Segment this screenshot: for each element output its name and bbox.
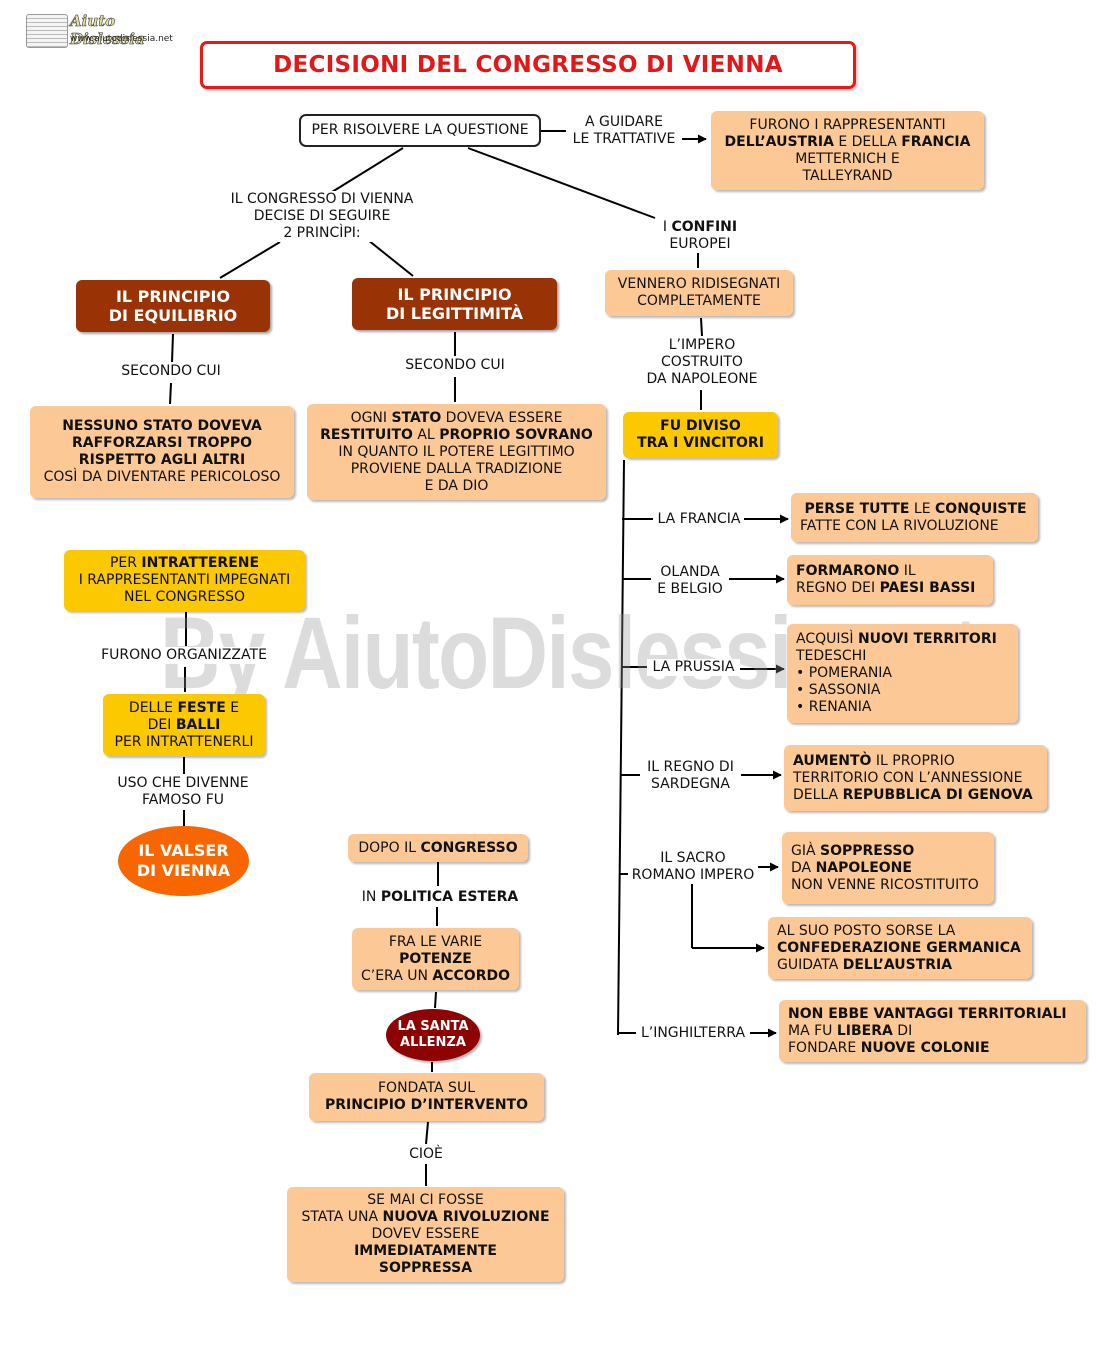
legittimita-text-node: OGNI STATO DOVEVA ESSERE RESTITUITO AL P… <box>307 404 606 500</box>
valser-node: IL VALSER DI VIENNA <box>118 826 249 896</box>
santa-alleanza-node: LA SANTA ALLENZA <box>386 1009 480 1061</box>
label-francia: LA FRANCIA <box>654 511 744 528</box>
impero-label: L’IMPERO COSTRUITO DA NAPOLEONE <box>636 337 768 388</box>
cioe-label: CIOÈ <box>396 1146 456 1163</box>
diviso-node: FU DIVISO TRA I VINCITORI <box>623 412 778 458</box>
rivoluzione-node: SE MAI CI FOSSE STATA UNA NUOVA RIVOLUZI… <box>287 1187 564 1282</box>
label-sacro-romano-impero: IL SACRO ROMANO IMPERO <box>628 850 758 884</box>
confederazione-node: AL SUO POSTO SORSE LA CONFEDERAZIONE GER… <box>768 917 1032 979</box>
intrattenere-node: PER INTRATTERENE I RAPPRESENTANTI IMPEGN… <box>64 550 305 611</box>
principio-equilibrio-node: IL PRINCIPIO DI EQUILIBRIO <box>76 280 270 332</box>
dopo-congresso-node: DOPO IL CONGRESSO <box>348 834 528 862</box>
ridisegnati-node: VENNERO RIDISEGNATI COMPLETAMENTE <box>605 270 793 316</box>
principio-legittimita-node: IL PRINCIPIO DI LEGITTIMITÀ <box>352 278 557 330</box>
page-title: DECISIONI DEL CONGRESSO DI VIENNA <box>273 52 783 78</box>
label-olanda-belgio: OLANDA E BELGIO <box>651 564 729 598</box>
book-icon <box>26 14 68 48</box>
rep-line-4: TALLEYRAND <box>802 167 893 184</box>
equilibrio-label: SECONDO CUI <box>108 363 234 380</box>
rep-line-3: METTERNICH E <box>795 150 900 167</box>
label-inghilterra: L’INGHILTERRA <box>636 1025 750 1042</box>
logo-name: Aiuto Dislessia <box>70 12 145 49</box>
inghilterra-node: NON EBBE VANTAGGI TERRITORIALI MA FU LIB… <box>779 1000 1086 1062</box>
olanda-node: FORMARONO IL REGNO DEI PAESI BASSI <box>787 555 993 605</box>
prussia-node: ACQUISÌ NUOVI TERRITORI TEDESCHI • POMER… <box>787 624 1018 723</box>
politica-estera-label: IN POLITICA ESTERA <box>350 889 530 906</box>
feste-node: DELLE FESTE E DEI BALLI PER INTRATTENERL… <box>103 694 265 756</box>
page-title-box: DECISIONI DEL CONGRESSO DI VIENNA <box>200 41 856 89</box>
guide-label: A GUIDARE LE TRATTATIVE <box>566 114 682 148</box>
label-prussia: LA PRUSSIA <box>647 659 740 676</box>
rep-line-1: FURONO I RAPPRESENTANTI <box>749 116 946 133</box>
site-logo[interactable]: Aiuto Dislessia www.aiutodislessia.net <box>26 12 186 48</box>
question-node: PER RISOLVERE LA QUESTIONE <box>299 114 541 147</box>
famoso-label: USO CHE DIVENNE FAMOSO FU <box>108 775 258 809</box>
accordo-node: FRA LE VARIE POTENZE C’ERA UN ACCORDO <box>352 928 519 990</box>
confini-label: I CONFINI EUROPEI <box>652 219 748 253</box>
label-sardegna: IL REGNO DI SARDEGNA <box>640 759 741 793</box>
legittimita-label: SECONDO CUI <box>392 357 518 374</box>
logo-url: www.aiutodislessia.net <box>70 34 173 44</box>
sardegna-node: AUMENTÒ IL PROPRIO TERRITORIO CON L’ANNE… <box>784 745 1047 811</box>
equilibrio-text-node: NESSUNO STATO DOVEVA RAFFORZARSI TROPPO … <box>30 406 294 498</box>
rep-line-2: DELL’AUSTRIA E DELLA FRANCIA <box>724 133 971 150</box>
fondata-node: FONDATA SUL PRINCIPIO D’INTERVENTO <box>309 1073 544 1121</box>
francia-node: PERSE TUTTE LE CONQUISTE FATTE CON LA RI… <box>791 493 1038 542</box>
organizzate-label: FURONO ORGANIZZATE <box>92 647 276 664</box>
sacro-impero-node: GIÀ SOPPRESSO DA NAPOLEONE NON VENNE RIC… <box>782 832 994 904</box>
principles-label: IL CONGRESSO DI VIENNA DECISE DI SEGUIRE… <box>218 191 426 242</box>
representatives-node: FURONO I RAPPRESENTANTI DELL’AUSTRIA E D… <box>711 111 984 190</box>
